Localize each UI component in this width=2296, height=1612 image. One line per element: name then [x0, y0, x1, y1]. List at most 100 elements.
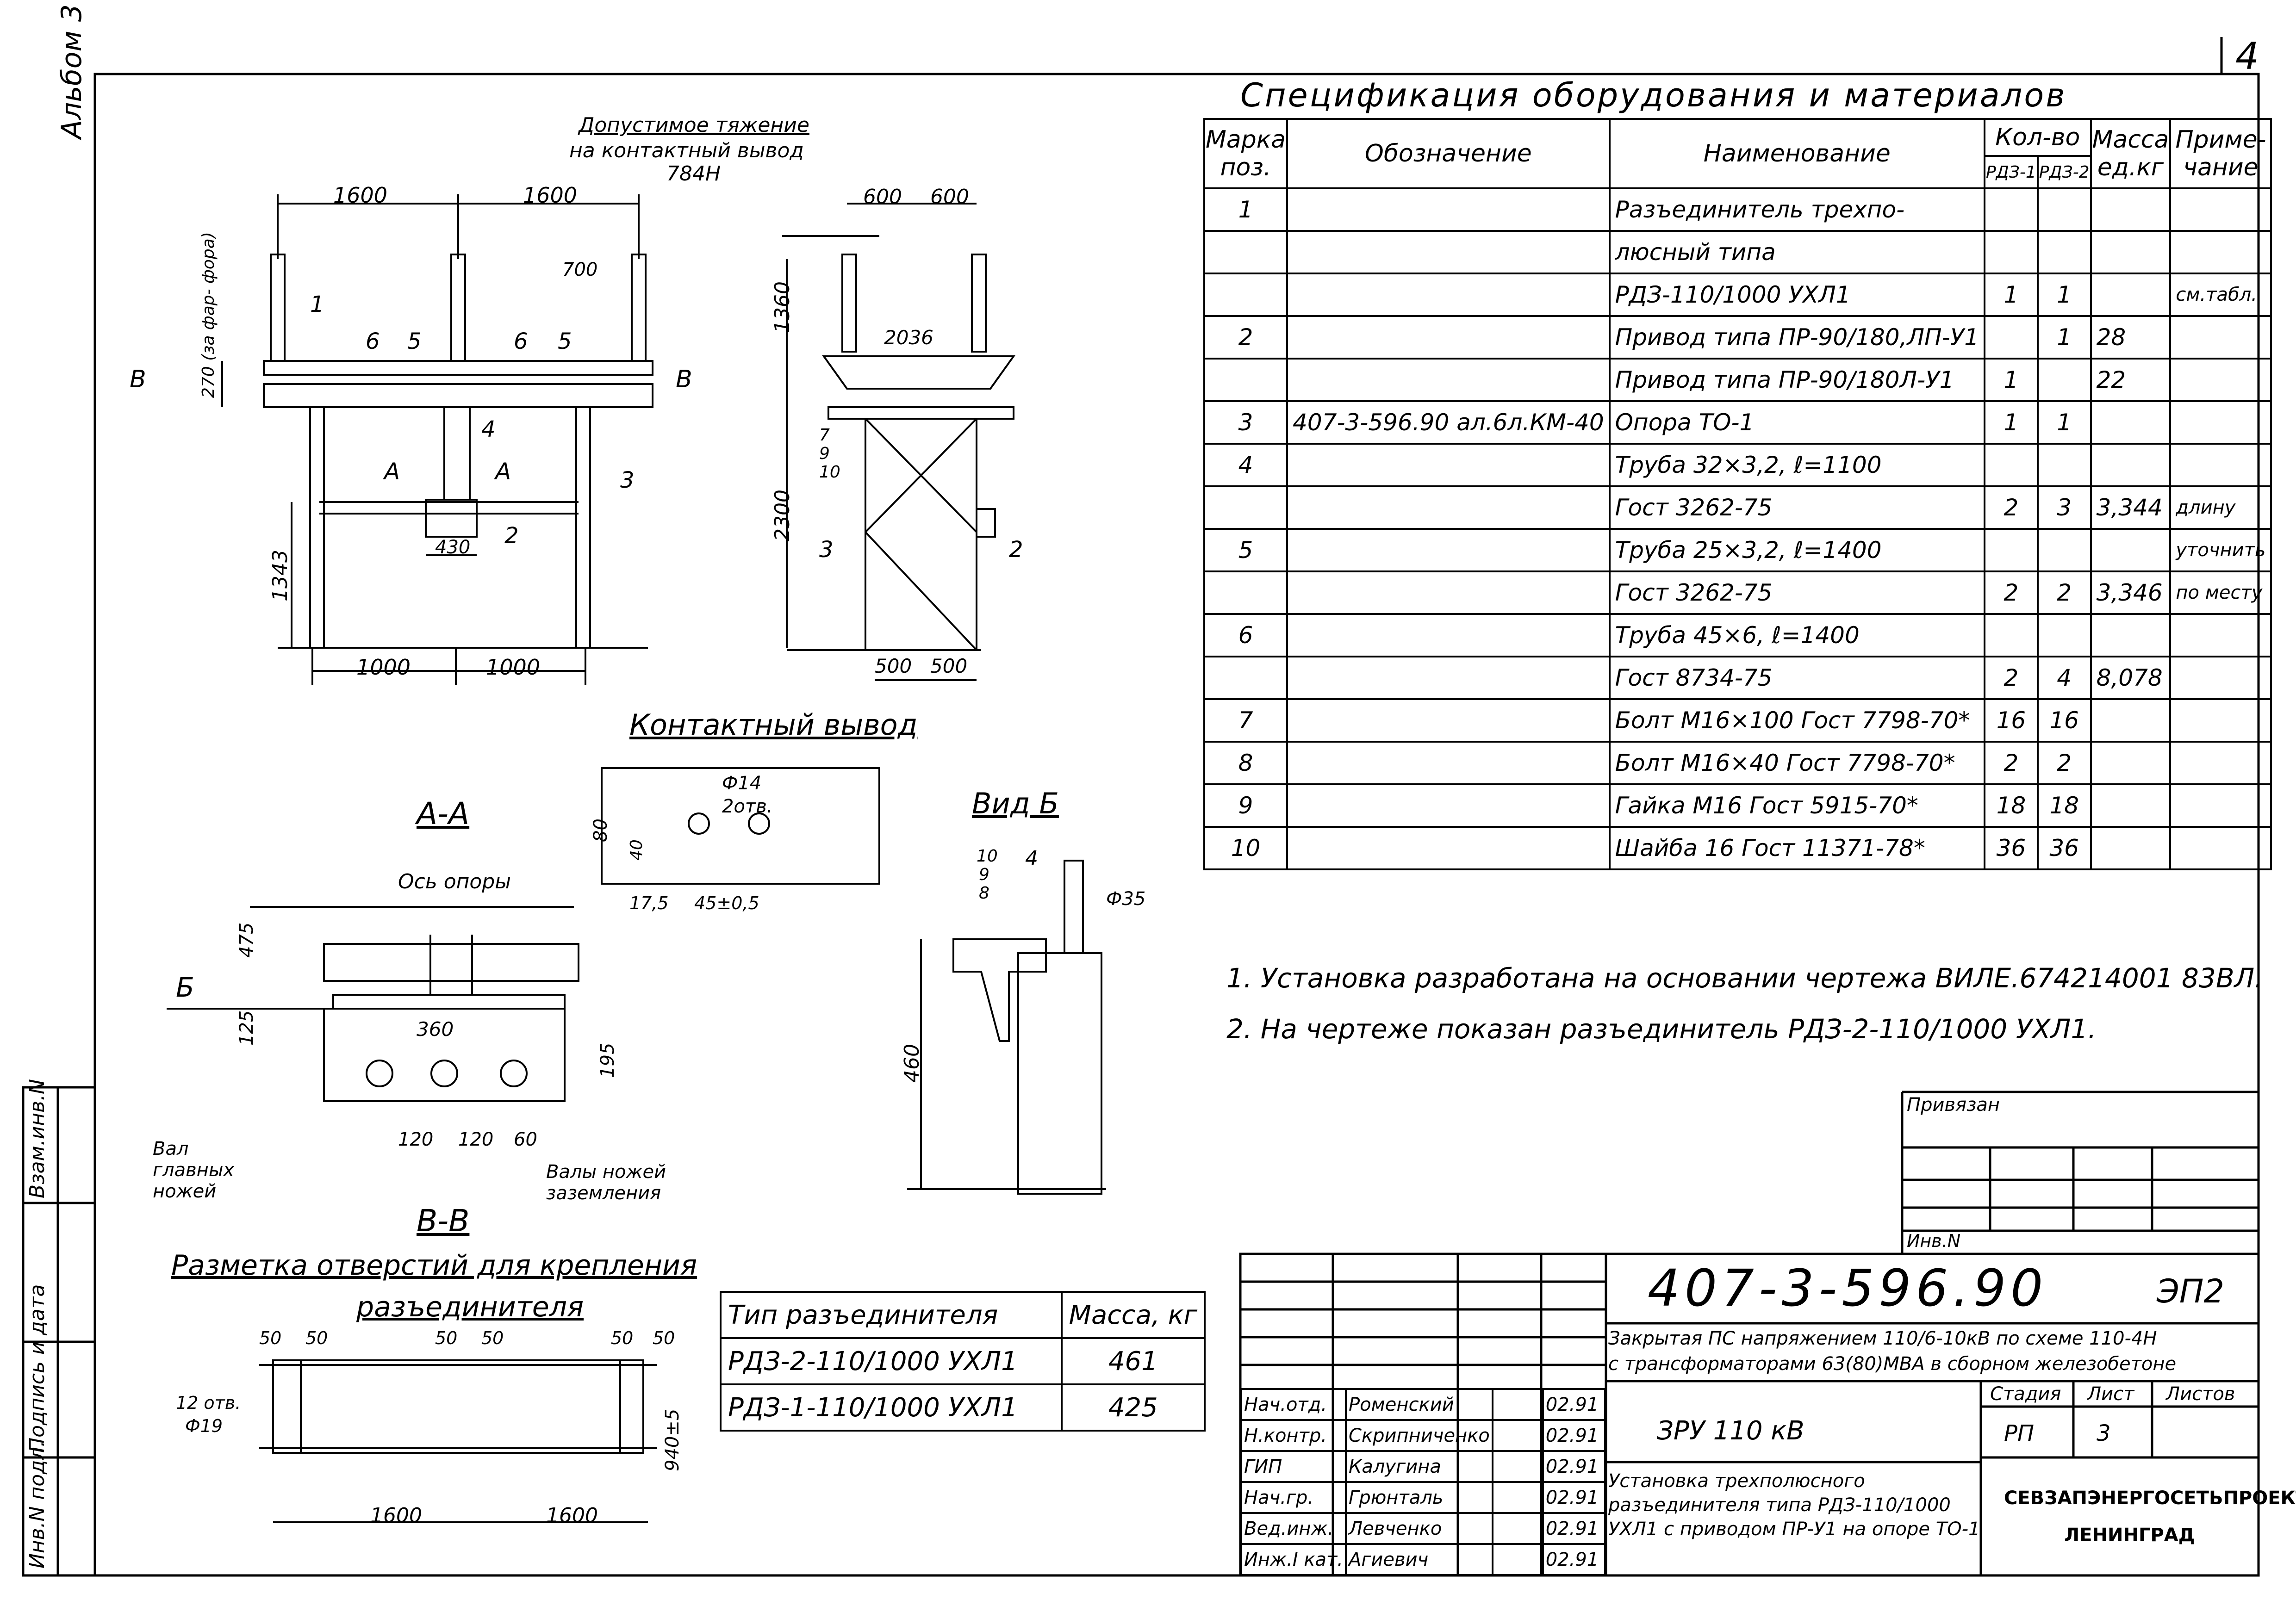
pos-7: 7: [819, 426, 830, 445]
mass-row-type: РДЗ-2-110/1000 УХЛ1: [720, 1337, 1063, 1385]
spec-cell-mark: [1203, 273, 1288, 317]
spec-cell-q2: [2036, 443, 2092, 487]
spec-cell-q1: [1983, 230, 2039, 274]
dim-1600-right: 1600: [523, 183, 578, 208]
pos-3: 3: [620, 467, 635, 493]
spec-cell-mark: [1203, 485, 1288, 530]
spec-cell-mass: 22: [2090, 358, 2172, 402]
mass-h-type: Тип разъединителя: [720, 1291, 1063, 1339]
marking-title-1: Разметка отверстий для крепления: [171, 1249, 697, 1282]
vb-dim-460: 460: [900, 1044, 924, 1083]
spec-h-name: Наименование: [1608, 118, 1985, 189]
spec-cell-mark: 8: [1203, 741, 1288, 785]
pos-5b: 5: [558, 329, 572, 354]
elevation-view: [221, 194, 653, 685]
spec-cell-name: Болт М16×40 Гост 7798-70*: [1608, 741, 1985, 785]
stamp-person-role: ГИП: [1240, 1450, 1347, 1483]
stamp-sheet: 3: [2097, 1420, 2111, 1446]
spec-cell-name: Гост 3262-75: [1608, 570, 1985, 615]
view-b-title: Вид Б: [972, 787, 1059, 820]
spec-cell-designation: [1286, 315, 1611, 360]
spec-cell-note: [2169, 315, 2272, 360]
spec-cell-note: [2169, 613, 2272, 657]
spec-cell-q1: [1983, 187, 2039, 232]
spec-cell-mark: [1203, 230, 1288, 274]
spec-cell-q1: 2: [1983, 485, 2039, 530]
spec-cell-name: люсный типа: [1608, 230, 1985, 274]
stamp-person-role: Н.контр.: [1240, 1419, 1347, 1452]
spec-cell-note: см.табл.: [2169, 273, 2272, 317]
stamp-person-name: Роменский: [1345, 1388, 1493, 1421]
mass-row-mass: 461: [1060, 1337, 1206, 1385]
spec-cell-note: [2169, 741, 2272, 785]
spec-h-note: Приме-чание: [2169, 118, 2272, 189]
stamp-object: ЗРУ 110 кВ: [1657, 1416, 1804, 1446]
note-1: 1. Установка разработана на основании че…: [1226, 962, 2263, 994]
spec-cell-mark: 7: [1203, 698, 1288, 743]
stamp-person-role: Инж.I кат.: [1240, 1543, 1347, 1576]
spec-cell-designation: [1286, 826, 1611, 870]
spec-cell-note: [2169, 656, 2272, 700]
aa-dim-120-left: 120: [398, 1129, 434, 1150]
spec-cell-designation: 407-3-596.90 ал.6л.КМ-40: [1286, 400, 1611, 445]
spec-cell-q1: 18: [1983, 783, 2039, 828]
vb-dim-9: 9: [979, 865, 989, 884]
aa-dim-475: 475: [236, 922, 257, 958]
aa-dim-195: 195: [597, 1042, 618, 1078]
aa-dim-360: 360: [417, 1018, 454, 1041]
spec-cell-name: Труба 25×3,2, ℓ=1400: [1608, 528, 1985, 572]
stamp-person-name: Грюнталь: [1345, 1481, 1493, 1514]
spec-cell-note: [2169, 400, 2272, 445]
spec-cell-mark: 6: [1203, 613, 1288, 657]
spec-cell-q1: 16: [1983, 698, 2039, 743]
stamp-sheets-header: Листов: [2166, 1383, 2235, 1405]
spec-cell-mass: 8,078: [2090, 656, 2172, 700]
mass-row-mass: 425: [1060, 1383, 1206, 1432]
spec-cell-q1: 2: [1983, 656, 2039, 700]
section-mark-a-left: А: [384, 458, 400, 485]
pos-1: 1: [310, 291, 324, 317]
spec-cell-mark: [1203, 570, 1288, 615]
spec-cell-name: Шайба 16 Гост 11371-78*: [1608, 826, 1985, 870]
mass-row-type: РДЗ-1-110/1000 УХЛ1: [720, 1383, 1063, 1432]
spec-cell-q1: 36: [1983, 826, 2039, 870]
section-mark-b-right: В: [676, 366, 692, 393]
spec-cell-q2: [2036, 187, 2092, 232]
bb-dim-50-5: 50: [611, 1328, 634, 1348]
spec-cell-note: [2169, 230, 2272, 274]
pos-2-side: 2: [1009, 537, 1023, 563]
spec-cell-mark: 5: [1203, 528, 1288, 572]
stamp-person-name: Агиевич: [1345, 1543, 1493, 1576]
dim-700: 700: [562, 259, 598, 280]
stamp-person-sig: [1491, 1419, 1544, 1452]
stamp-person-role: Вед.инж.: [1240, 1512, 1347, 1545]
spec-cell-q2: [2036, 358, 2092, 402]
spec-cell-designation: [1286, 613, 1611, 657]
spec-h-mark: Марка поз.: [1203, 118, 1288, 189]
contact-output-view: [601, 767, 880, 885]
spec-cell-q2: [2036, 613, 2092, 657]
stamp-person-date: 02.91: [1542, 1512, 1606, 1545]
spec-cell-designation: [1286, 443, 1611, 487]
stamp-org-1: СЕВЗАПЭНЕРГОСЕТЬПРОЕКТ: [2004, 1488, 2296, 1509]
mass-h-mass: Масса, кг: [1060, 1291, 1206, 1339]
view-b: [907, 860, 1106, 1195]
spec-cell-q2: 1: [2036, 315, 2092, 360]
section-bb-view: [259, 1359, 657, 1523]
section-mark-a-right: А: [495, 458, 511, 485]
tension-label-1: Допустимое тяжение: [579, 113, 809, 137]
contact-holes: 2отв.: [722, 796, 773, 817]
spec-cell-name: Гайка М16 Гост 5915-70*: [1608, 783, 1985, 828]
pos-2: 2: [504, 523, 519, 549]
